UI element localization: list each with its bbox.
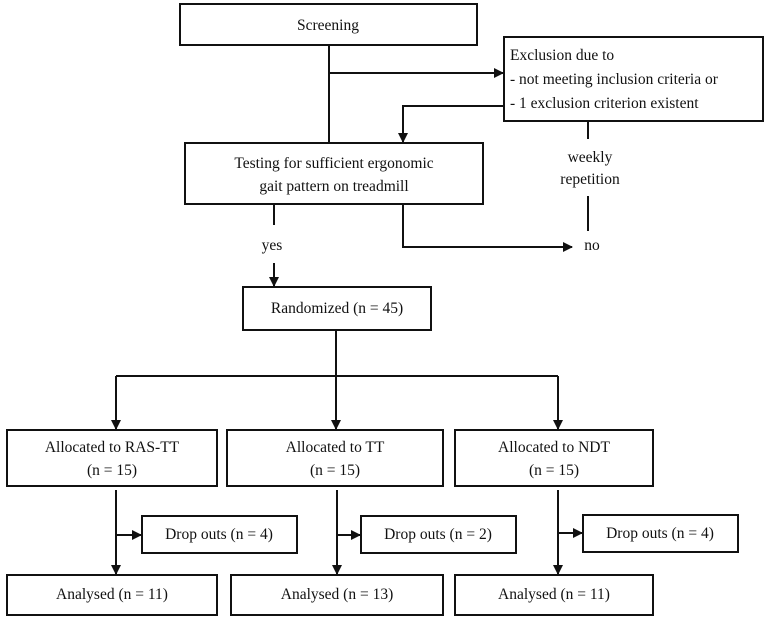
- exclusion-title: Exclusion due to: [510, 47, 614, 64]
- testing-line2: gait pattern on treadmill: [259, 178, 408, 195]
- dropouts-ndt-box: Drop outs (n = 4): [582, 514, 739, 553]
- allocated-ras-tt-box: Allocated to RAS-TT (n = 15): [6, 429, 218, 487]
- allocated-n: (n = 15): [87, 462, 137, 479]
- allocated-label: Allocated to RAS-TT: [45, 439, 180, 456]
- analysed-ras-tt-box: Analysed (n = 11): [6, 574, 218, 616]
- dropouts-ras-tt-box: Drop outs (n = 4): [141, 515, 298, 554]
- randomized-label: Randomized (n = 45): [271, 300, 403, 317]
- screening-label: Screening: [297, 17, 359, 34]
- analysed-tt-box: Analysed (n = 13): [230, 574, 444, 616]
- exclusion-box: Exclusion due to - not meeting inclusion…: [503, 36, 764, 122]
- analysed-label: Analysed (n = 13): [281, 586, 393, 603]
- no-label: no: [584, 237, 600, 254]
- dropouts-tt-box: Drop outs (n = 2): [360, 515, 517, 554]
- analysed-label: Analysed (n = 11): [56, 586, 168, 603]
- randomized-box: Randomized (n = 45): [242, 286, 432, 331]
- screening-box: Screening: [179, 3, 478, 46]
- allocated-label: Allocated to NDT: [498, 439, 610, 456]
- exclusion-line2: - 1 exclusion criterion existent: [510, 95, 699, 112]
- connectors: [111, 45, 589, 575]
- testing-box: Testing for sufficient ergonomic gait pa…: [184, 142, 484, 205]
- allocated-n: (n = 15): [529, 462, 579, 479]
- repetition-label: repetition: [560, 171, 620, 188]
- exclusion-line1: - not meeting inclusion criteria or: [510, 71, 719, 88]
- weekly-label: weekly: [568, 149, 613, 166]
- dropouts-label: Drop outs (n = 4): [606, 525, 714, 542]
- testing-line1: Testing for sufficient ergonomic: [234, 155, 433, 172]
- yes-label: yes: [262, 237, 283, 254]
- analysed-label: Analysed (n = 11): [498, 586, 610, 603]
- dropouts-label: Drop outs (n = 2): [384, 526, 492, 543]
- dropouts-label: Drop outs (n = 4): [165, 526, 273, 543]
- allocated-tt-box: Allocated to TT (n = 15): [226, 429, 444, 487]
- allocated-ndt-box: Allocated to NDT (n = 15): [454, 429, 654, 487]
- analysed-ndt-box: Analysed (n = 11): [454, 574, 654, 616]
- allocated-n: (n = 15): [310, 462, 360, 479]
- allocated-label: Allocated to TT: [286, 439, 385, 456]
